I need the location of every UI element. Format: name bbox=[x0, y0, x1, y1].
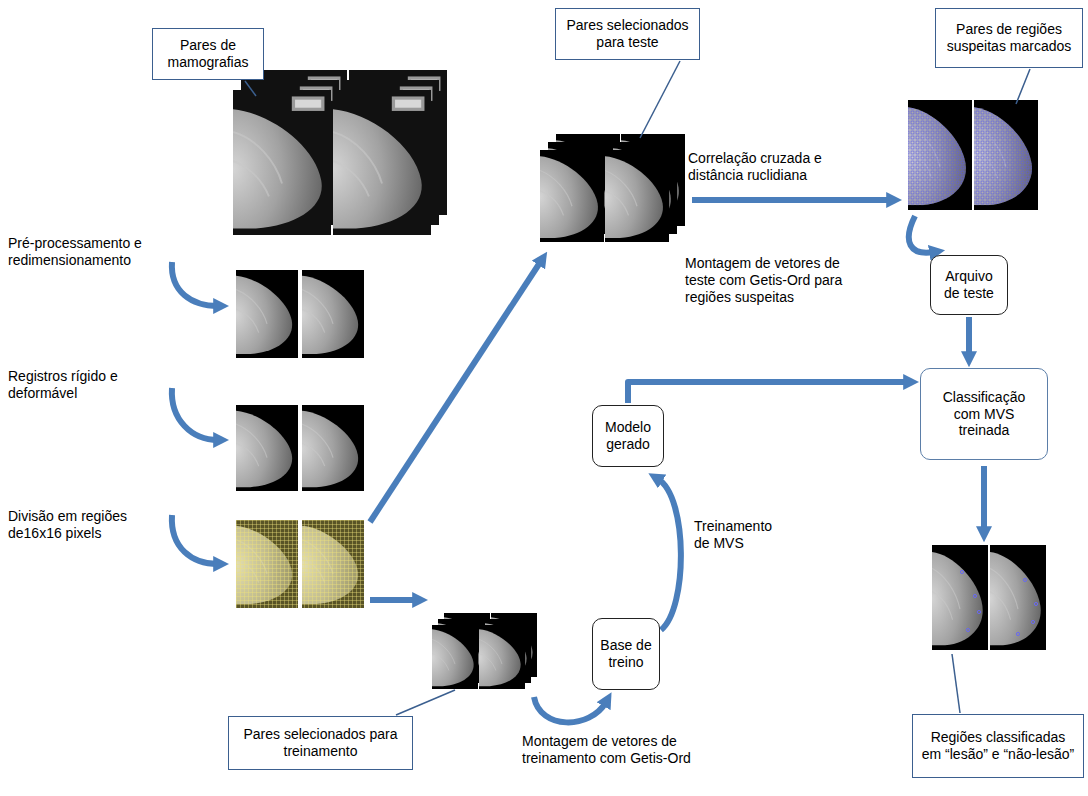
node-text: Pares de regiões suspeitas marcados bbox=[944, 21, 1074, 55]
flow-connector bbox=[966, 317, 972, 356]
mammogram-stack bbox=[432, 613, 537, 689]
node-text: Pares de mamografias bbox=[161, 37, 255, 71]
node-text: Pares selecionados para treinamento bbox=[237, 726, 404, 760]
callout-box: Regiões classificadas em “lesão” e “não-… bbox=[912, 714, 1084, 778]
node-text: Base de treino bbox=[599, 637, 653, 671]
callout-box: Pares de mamografias bbox=[152, 28, 264, 80]
callout-box: Pares de regiões suspeitas marcados bbox=[935, 8, 1083, 68]
node-text: Modelo gerado bbox=[599, 419, 657, 453]
flow-connector bbox=[628, 382, 908, 403]
flow-arrow bbox=[172, 200, 984, 722]
node-text: Arquivo de teste bbox=[937, 268, 1001, 302]
mammogram-pair bbox=[236, 270, 364, 358]
classified-mammogram-pair bbox=[932, 545, 1046, 650]
grid-mammogram-pair bbox=[236, 520, 364, 608]
node-text: Pares selecionados para teste bbox=[564, 17, 691, 51]
mammogram-stack bbox=[540, 134, 685, 242]
step-label: Montagem de vetores de treinamento com G… bbox=[522, 733, 694, 767]
process-box: Base de treino bbox=[592, 618, 660, 690]
callout-box: Pares selecionados para treinamento bbox=[228, 716, 413, 770]
mammogram-pair bbox=[236, 405, 364, 491]
flow-connector bbox=[658, 479, 681, 630]
step-label: Pré-processamento e redimensionamento bbox=[8, 235, 168, 269]
process-box: Classificação com MVS treinada bbox=[920, 368, 1048, 460]
process-box: Arquivo de teste bbox=[930, 255, 1008, 315]
step-label: Divisão em regiões de16x16 pixels bbox=[8, 508, 148, 542]
step-label: Montagem de vetores de teste com Getis-O… bbox=[685, 255, 860, 305]
callout-box: Pares selecionados para teste bbox=[555, 8, 700, 60]
step-label: Registros rígido e deformável bbox=[8, 368, 138, 402]
node-text: Regiões classificadas em “lesão” e “não-… bbox=[921, 729, 1075, 763]
process-box: Modelo gerado bbox=[592, 405, 664, 467]
step-label: Correlação cruzada e distância ruclidian… bbox=[688, 150, 863, 184]
leader-line bbox=[245, 61, 1030, 715]
mammogram-stack bbox=[233, 70, 447, 235]
edge-label: Treinamento de MVS bbox=[694, 518, 786, 552]
suspicious-mammogram-pair bbox=[908, 100, 1038, 210]
node-text: Classificação com MVS treinada bbox=[929, 389, 1039, 439]
